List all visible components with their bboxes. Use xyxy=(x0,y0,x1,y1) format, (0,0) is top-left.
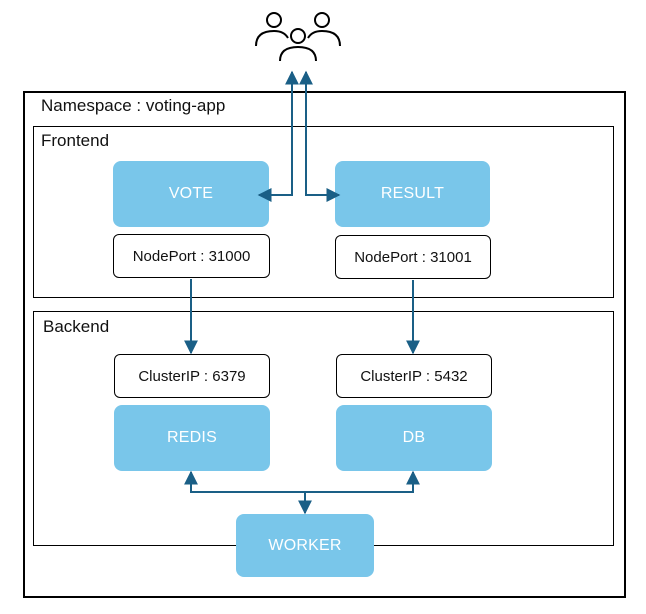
arrow-worker-db xyxy=(305,470,420,493)
db-service: DB xyxy=(336,405,492,471)
namespace-label: Namespace : voting-app xyxy=(41,96,226,115)
vote-service: VOTE xyxy=(113,161,269,227)
result-service: RESULT xyxy=(335,161,490,227)
arrow-users-vote xyxy=(257,70,299,202)
db-clusterip: ClusterIP : 5432 xyxy=(336,354,492,398)
backend-label: Backend xyxy=(43,317,110,336)
redis-service: REDIS xyxy=(114,405,270,471)
users-icon xyxy=(255,12,341,62)
arrow-users-result xyxy=(299,70,341,202)
frontend-label: Frontend xyxy=(41,131,110,150)
vote-nodeport: NodePort : 31000 xyxy=(113,234,270,278)
arrow-worker-redis xyxy=(184,470,305,493)
result-nodeport: NodePort : 31001 xyxy=(335,235,491,279)
redis-clusterip: ClusterIP : 6379 xyxy=(114,354,270,398)
worker-service: WORKER xyxy=(236,514,374,577)
